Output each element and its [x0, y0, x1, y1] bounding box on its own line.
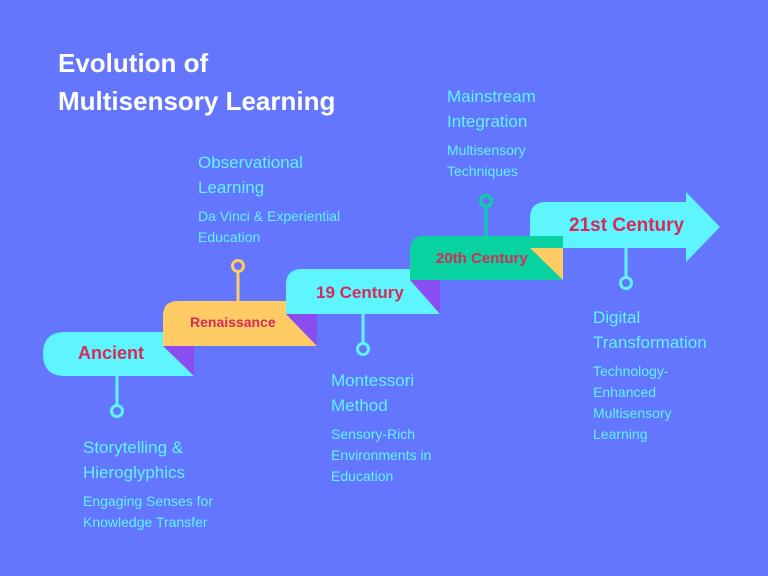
- step-label-19-century: 19 Century: [316, 283, 404, 302]
- page-title: Evolution of Multisensory Learning: [58, 44, 335, 120]
- step-20th-century-ribbon: [410, 236, 563, 280]
- connector-19-century: [356, 314, 370, 356]
- step-label-renaissance: Renaissance: [190, 314, 276, 330]
- step-renaissance-ribbon: [163, 301, 317, 346]
- connector-20th-century: [479, 194, 493, 236]
- step-label-ancient: Ancient: [78, 343, 145, 363]
- heading: Storytelling &Hieroglyphics: [83, 438, 186, 482]
- step-19-century-ribbon: [286, 269, 440, 314]
- connector-ancient: [110, 376, 124, 418]
- step-21st-century-arrow: [530, 192, 720, 262]
- connector-renaissance: [231, 259, 245, 301]
- title-line-1: Evolution of: [58, 48, 209, 78]
- connector-21st-century: [619, 248, 633, 290]
- title-line-2: Multisensory Learning: [58, 86, 336, 116]
- step-label-21st-century: 21st Century: [569, 215, 685, 236]
- step-ancient-ribbon: [43, 332, 194, 376]
- step-label-20th-century: 20th Century: [436, 250, 528, 267]
- description-ancient: Storytelling &Hieroglyphics Engaging Sen…: [83, 435, 213, 533]
